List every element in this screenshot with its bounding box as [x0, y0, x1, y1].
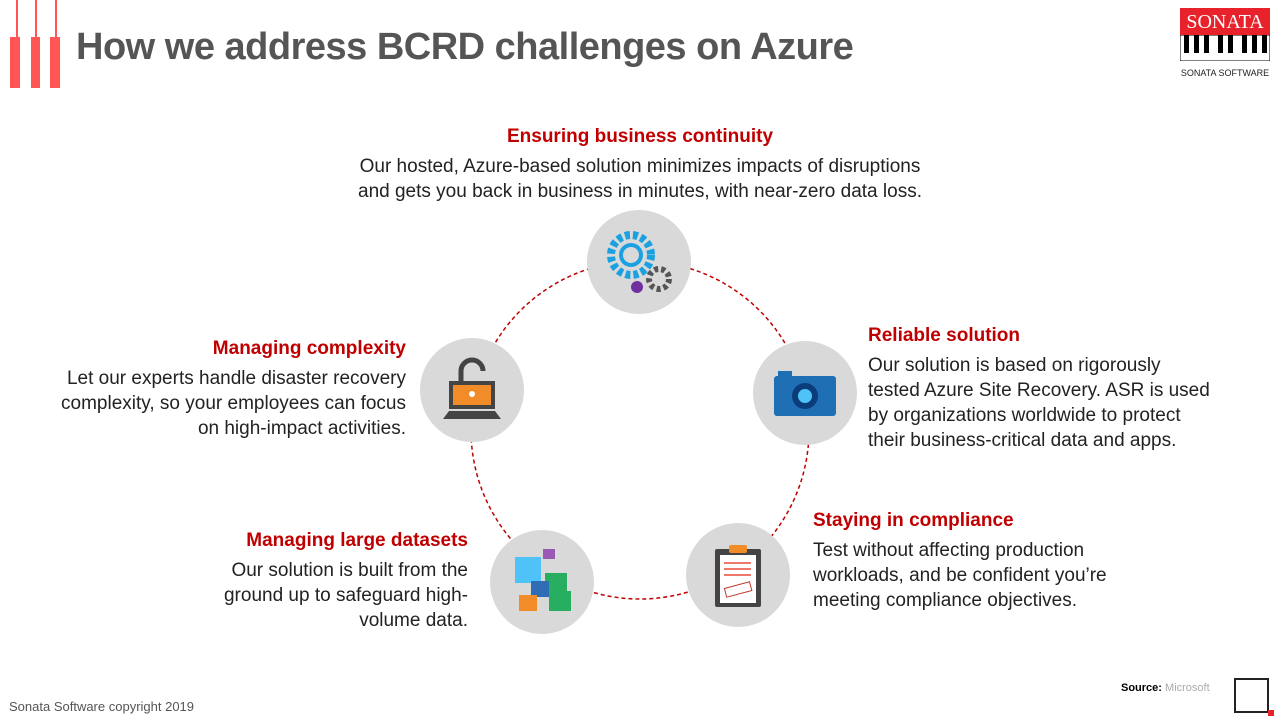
item-business-continuity: Ensuring business continuity Our hosted,… [300, 126, 980, 204]
item-complexity: Managing complexity Let our experts hand… [45, 338, 406, 441]
source-value: Microsoft [1165, 682, 1210, 694]
slide-frame-icon [1234, 678, 1269, 713]
item-large-datasets: Managing large datasets Our solution is … [210, 530, 468, 633]
item-heading: Managing large datasets [246, 530, 468, 551]
clipboard-icon [686, 523, 790, 627]
camera-icon [753, 341, 857, 445]
page-title: How we address BCRD challenges on Azure [76, 26, 854, 68]
copyright: Sonata Software copyright 2019 [9, 699, 195, 714]
item-text: Test without affecting production worklo… [813, 540, 1107, 611]
item-text: Our solution is based on rigorously test… [868, 355, 1210, 451]
gears-icon [587, 210, 691, 314]
item-heading: Ensuring business continuity [506, 126, 774, 147]
item-text: Our solution is built from the ground up… [223, 560, 468, 631]
item-compliance: Staying in compliance Test without affec… [813, 510, 1113, 613]
logo-brand: SONATA [1180, 8, 1270, 35]
item-heading: Staying in compliance [813, 510, 1014, 531]
item-reliable-solution: Reliable solution Our solution is based … [868, 325, 1213, 453]
source-note: Source: Microsoft [1121, 682, 1210, 694]
unlocked-laptop-icon [420, 338, 524, 442]
sonata-logo: SONATA SONATA SOFTWARE [1179, 8, 1271, 78]
red-square-icon [1268, 710, 1274, 716]
item-text: Let our experts handle disaster recovery… [61, 368, 406, 439]
item-heading: Reliable solution [868, 325, 1021, 346]
logo-subtitle: SONATA SOFTWARE [1180, 68, 1270, 78]
source-label: Source: [1121, 682, 1162, 694]
item-text: Our hosted, Azure-based solution minimiz… [358, 156, 922, 202]
data-blocks-icon [490, 530, 594, 634]
item-heading: Managing complexity [212, 338, 406, 359]
